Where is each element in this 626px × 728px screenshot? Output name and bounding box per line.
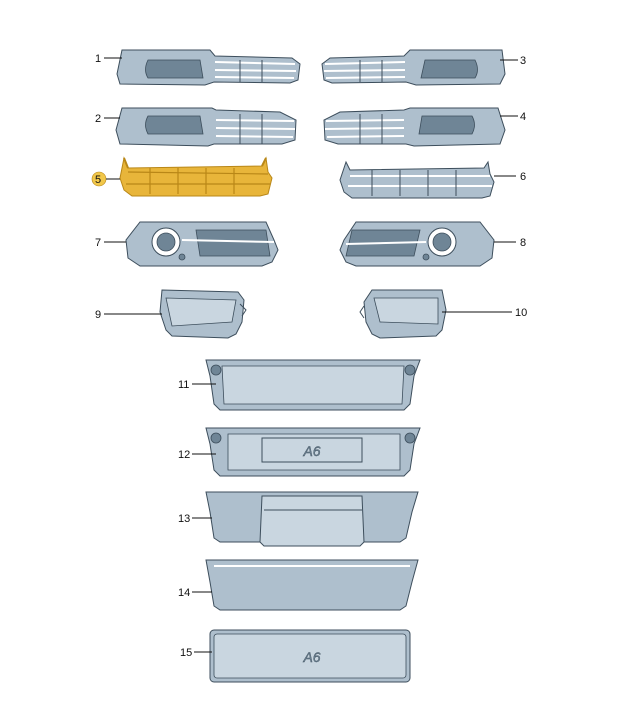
part-6-drawing bbox=[339, 160, 495, 199]
callout-10: 10 bbox=[515, 307, 527, 319]
part-1-drawing bbox=[116, 49, 301, 86]
part-13-drawing bbox=[205, 491, 419, 547]
part-11-drawing bbox=[205, 359, 421, 411]
callout-4: 4 bbox=[520, 111, 526, 123]
callout-9: 9 bbox=[95, 309, 101, 321]
callout-3: 3 bbox=[520, 55, 526, 67]
part-2-drawing bbox=[115, 107, 297, 147]
part-5-drawing bbox=[119, 156, 273, 197]
emblem-text-2: A6 bbox=[302, 649, 320, 665]
part-14-drawing bbox=[205, 559, 419, 611]
callout-6: 6 bbox=[520, 171, 526, 183]
part-8-drawing bbox=[339, 221, 495, 267]
callout-2: 2 bbox=[95, 113, 101, 125]
part-15-drawing bbox=[209, 629, 411, 683]
callout-15: 15 bbox=[180, 647, 192, 659]
callout-7: 7 bbox=[95, 237, 101, 249]
callout-5: 5 bbox=[95, 174, 101, 186]
callout-14: 14 bbox=[178, 587, 190, 599]
part-12-drawing bbox=[205, 427, 421, 477]
part-7-drawing bbox=[125, 221, 279, 267]
part-10-drawing bbox=[359, 289, 447, 339]
part-4-drawing bbox=[323, 107, 506, 147]
callout-13: 13 bbox=[178, 513, 190, 525]
callout-8: 8 bbox=[520, 237, 526, 249]
callout-11: 11 bbox=[178, 379, 189, 391]
part-3-drawing bbox=[321, 49, 506, 86]
callout-12: 12 bbox=[178, 449, 190, 461]
callout-1: 1 bbox=[95, 53, 101, 65]
part-9-drawing bbox=[159, 289, 247, 339]
emblem-text-1: A6 bbox=[302, 443, 320, 459]
